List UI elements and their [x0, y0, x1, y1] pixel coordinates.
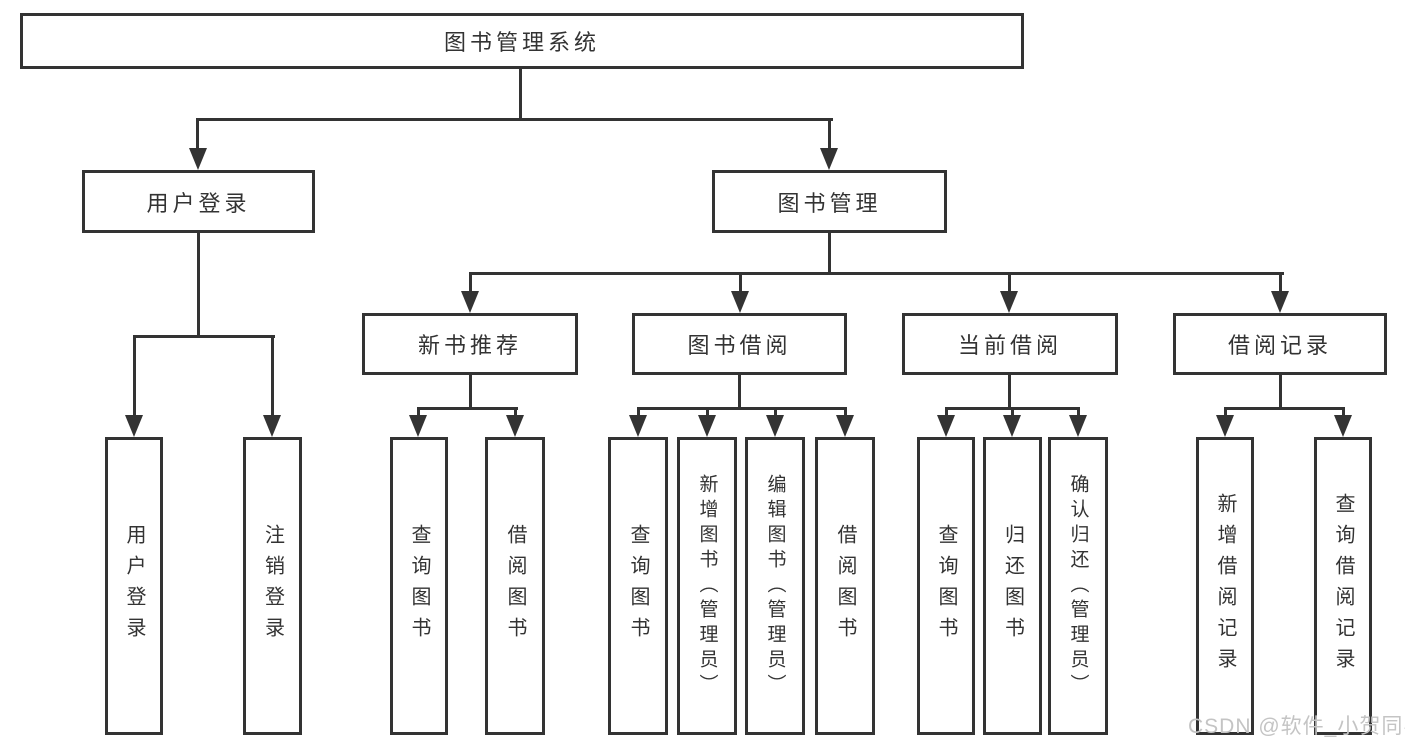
arrowhead-icon [461, 291, 479, 313]
node-root: 图书管理系统 [20, 13, 1024, 69]
leaf-borrow-borrow-books-label: 借阅图书 [834, 524, 856, 648]
node-new-book-recommend-label: 新书推荐 [417, 333, 522, 358]
leaf-recommend-query-books: 查询图书 [390, 437, 448, 735]
arrowhead-icon [820, 148, 838, 170]
connector-line [417, 407, 518, 410]
leaf-borrow-add-books: 新增图书（管理员） [677, 437, 737, 735]
node-borrow-records: 借阅记录 [1173, 313, 1387, 375]
connector-line [133, 335, 136, 419]
leaf-records-add-record-label: 新增借阅记录 [1214, 493, 1236, 679]
leaf-logout: 注销登录 [243, 437, 302, 735]
connector-line [1342, 407, 1345, 418]
arrowhead-icon [409, 415, 427, 437]
connector-line [1224, 407, 1227, 418]
arrowhead-icon [766, 415, 784, 437]
node-book-management: 图书管理 [712, 170, 947, 233]
leaf-current-query-books: 查询图书 [917, 437, 975, 735]
connector-line [469, 374, 472, 409]
arrowhead-icon [506, 415, 524, 437]
connector-line [738, 374, 741, 409]
node-book-management-label: 图书管理 [777, 190, 882, 216]
node-borrow-records-label: 借阅记录 [1227, 333, 1332, 358]
connector-line [1077, 407, 1080, 418]
node-user-login: 用户登录 [82, 170, 315, 233]
arrowhead-icon [125, 415, 143, 437]
connector-line [1011, 407, 1014, 418]
node-current-borrow: 当前借阅 [902, 313, 1118, 375]
node-root-label: 图书管理系统 [443, 30, 600, 55]
leaf-borrow-edit-books-label: 编辑图书（管理员） [764, 473, 786, 699]
watermark: CSDN @软件_小贺同学 [1188, 715, 1405, 738]
leaf-recommend-borrow-books-label: 借阅图书 [504, 524, 526, 648]
connector-line [196, 118, 833, 121]
connector-line [828, 231, 831, 275]
connector-line [828, 118, 831, 152]
node-new-book-recommend: 新书推荐 [362, 313, 578, 375]
connector-line [1224, 407, 1345, 410]
leaf-current-confirm-return: 确认归还（管理员） [1048, 437, 1108, 735]
arrowhead-icon [1003, 415, 1021, 437]
connector-line [637, 407, 847, 410]
leaf-recommend-borrow-books: 借阅图书 [485, 437, 545, 735]
node-book-borrow-label: 图书借阅 [687, 333, 792, 358]
arrowhead-icon [1216, 415, 1234, 437]
node-user-login-label: 用户登录 [146, 190, 251, 216]
leaf-borrow-query-books: 查询图书 [608, 437, 668, 735]
leaf-borrow-query-books-label: 查询图书 [627, 524, 649, 648]
leaf-borrow-borrow-books: 借阅图书 [815, 437, 875, 735]
connector-line [133, 335, 275, 338]
arrowhead-icon [731, 291, 749, 313]
leaf-records-add-record: 新增借阅记录 [1196, 437, 1254, 735]
arrowhead-icon [629, 415, 647, 437]
arrowhead-icon [937, 415, 955, 437]
arrowhead-icon [1069, 415, 1087, 437]
leaf-current-query-books-label: 查询图书 [935, 524, 957, 648]
arrowhead-icon [1000, 291, 1018, 313]
connector-line [1008, 374, 1011, 409]
connector-line [945, 407, 948, 418]
leaf-user-login: 用户登录 [105, 437, 163, 735]
leaf-borrow-add-books-label: 新增图书（管理员） [696, 473, 718, 699]
arrowhead-icon [189, 148, 207, 170]
connector-line [197, 231, 200, 337]
connector-line [417, 407, 420, 418]
node-book-borrow: 图书借阅 [632, 313, 847, 375]
leaf-records-query-record-label: 查询借阅记录 [1332, 493, 1354, 679]
connector-line [469, 272, 1284, 275]
leaf-current-return-books-label: 归还图书 [1001, 524, 1024, 648]
connector-line [519, 67, 522, 120]
leaf-borrow-edit-books: 编辑图书（管理员） [745, 437, 805, 735]
arrowhead-icon [1334, 415, 1352, 437]
connector-line [739, 272, 742, 294]
leaf-logout-label: 注销登录 [261, 524, 284, 648]
connector-line [196, 118, 199, 152]
leaf-recommend-query-books-label: 查询图书 [408, 524, 430, 648]
leaf-current-return-books: 归还图书 [983, 437, 1042, 735]
connector-line [469, 272, 472, 294]
arrowhead-icon [263, 415, 281, 437]
connector-line [1279, 272, 1282, 294]
connector-line [774, 407, 777, 418]
connector-line [637, 407, 640, 418]
connector-line [514, 407, 517, 418]
arrowhead-icon [1271, 291, 1289, 313]
arrowhead-icon [836, 415, 854, 437]
connector-line [844, 407, 847, 418]
connector-line [1008, 272, 1011, 294]
leaf-user-login-label: 用户登录 [123, 524, 145, 648]
connector-line [1279, 374, 1282, 409]
connector-line [706, 407, 709, 418]
leaf-current-confirm-return-label: 确认归还（管理员） [1067, 473, 1089, 699]
leaf-records-query-record: 查询借阅记录 [1314, 437, 1372, 735]
arrowhead-icon [698, 415, 716, 437]
node-current-borrow-label: 当前借阅 [957, 333, 1062, 358]
connector-line [271, 335, 274, 419]
